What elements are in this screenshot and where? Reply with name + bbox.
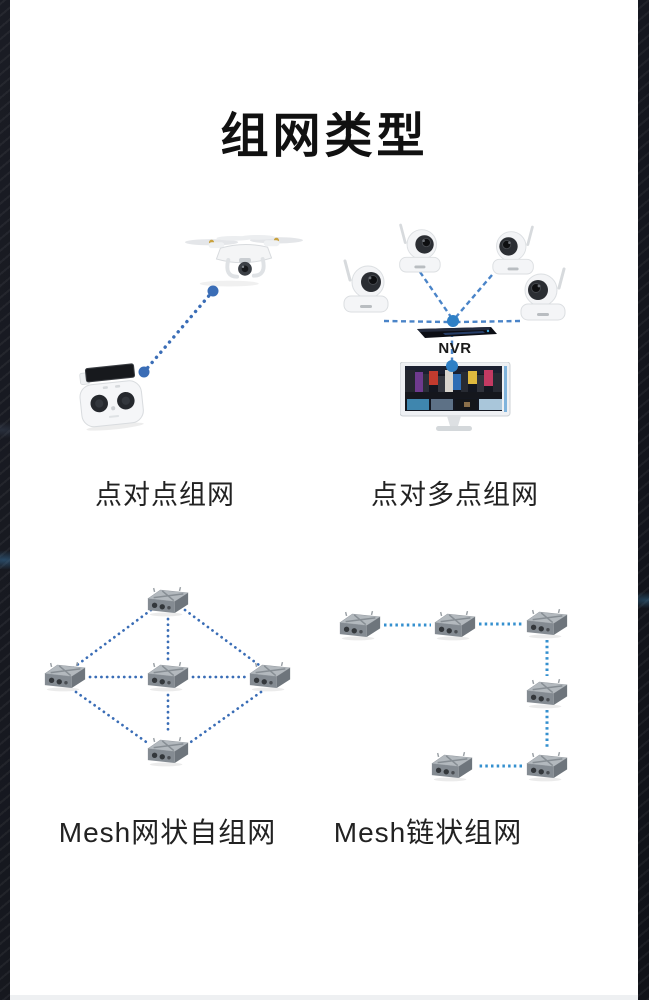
bottom-strip — [10, 995, 638, 1000]
monitor-icon — [400, 362, 511, 431]
drone-icon — [185, 234, 303, 287]
label-point-to-point: 点对点组网 — [95, 480, 235, 510]
mesh-radio-icon — [147, 736, 189, 767]
mesh-radio-icon — [249, 661, 291, 692]
label-mesh-network: Mesh网状自组网 — [58, 817, 277, 848]
page-title: 组网类型 — [220, 110, 429, 163]
ip-camera-icon — [343, 259, 389, 313]
ip-camera-icon — [520, 267, 566, 321]
mesh-radio-icon — [526, 678, 568, 709]
mesh-radio-icon — [434, 610, 476, 641]
nvr-label: NVR — [438, 340, 472, 357]
ip-camera-icon — [399, 223, 441, 273]
mesh-radio-icon — [431, 751, 473, 782]
mesh-radio-icon — [526, 751, 568, 782]
mesh-radio-icon — [147, 586, 189, 617]
ip-camera-icon — [492, 225, 534, 275]
mesh-radio-icon — [526, 608, 568, 639]
nvr-icon — [417, 327, 497, 338]
label-point-to-multipoint: 点对多点组网 — [371, 480, 539, 510]
label-chain-network: Mesh链状组网 — [333, 817, 523, 848]
content-panel — [10, 0, 638, 1000]
mesh-radio-icon — [339, 610, 381, 641]
remote-controller-icon — [79, 363, 144, 431]
mesh-radio-icon — [44, 661, 86, 692]
mesh-radio-icon — [147, 661, 189, 692]
